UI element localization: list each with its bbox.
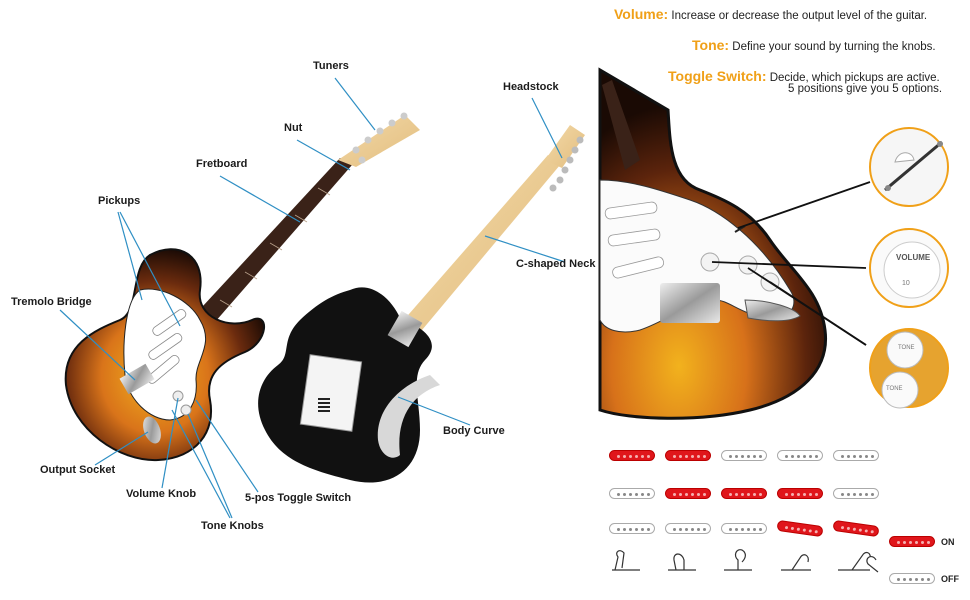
pickup-pos4-neck bbox=[777, 450, 823, 461]
label-output-socket: Output Socket bbox=[40, 464, 116, 476]
toggle-text-1: Decide, which pickups are active. bbox=[769, 72, 940, 84]
pickup-pos1-neck bbox=[609, 450, 655, 461]
back-guitar-illustration bbox=[258, 125, 585, 483]
volume-knob-number: 10 bbox=[902, 280, 910, 287]
pickup-pos3-neck bbox=[721, 450, 767, 461]
pickup-pos5-neck bbox=[833, 450, 879, 461]
label-nut: Nut bbox=[284, 122, 303, 134]
pickup-pos2-bridge bbox=[665, 523, 711, 534]
tone-knob-label-lower: TONE bbox=[886, 386, 903, 392]
switch-position-icons bbox=[612, 549, 879, 573]
pickup-pos4-middle bbox=[777, 488, 823, 499]
label-tone-knobs: Tone Knobs bbox=[201, 520, 264, 532]
legend-on-label: ON bbox=[941, 537, 955, 547]
label-tuners: Tuners bbox=[313, 60, 349, 72]
tone-heading: Tone: bbox=[692, 37, 730, 53]
legend-off-pickup bbox=[889, 573, 935, 584]
toggle-switch-closeup bbox=[869, 127, 949, 207]
toggle-heading: Toggle Switch: bbox=[668, 68, 767, 84]
pickup-pos3-middle bbox=[721, 488, 767, 499]
pickup-pos3-bridge bbox=[721, 523, 767, 534]
label-fretboard: Fretboard bbox=[196, 158, 248, 170]
label-tremolo-bridge: Tremolo Bridge bbox=[11, 296, 92, 308]
pickup-pos1-bridge bbox=[609, 523, 655, 534]
volume-description: Volume: Increase or decrease the output … bbox=[614, 6, 927, 22]
front-guitar-neck bbox=[190, 112, 420, 330]
label-headstock: Headstock bbox=[503, 81, 559, 93]
toggle-description: Toggle Switch: Decide, which pickups are… bbox=[668, 68, 940, 84]
leader-lines bbox=[59, 77, 566, 519]
callout-lines bbox=[711, 181, 871, 346]
body-closeup bbox=[598, 67, 828, 420]
legend-off-label: OFF bbox=[941, 574, 959, 584]
volume-knob-label: VOLUME bbox=[896, 253, 931, 262]
volume-knob-closeup bbox=[869, 228, 949, 308]
volume-heading: Volume: bbox=[614, 6, 669, 22]
pickup-pos5-middle bbox=[833, 488, 879, 499]
volume-text: Increase or decrease the output level of… bbox=[671, 10, 928, 22]
front-guitar-body bbox=[64, 248, 266, 462]
pickup-pos2-middle bbox=[665, 488, 711, 499]
pickup-pos2-neck bbox=[665, 450, 711, 461]
label-volume-knob: Volume Knob bbox=[126, 488, 197, 500]
toggle-text-2: 5 positions give you 5 options. bbox=[788, 83, 943, 95]
tone-description: Tone: Define your sound by turning the k… bbox=[692, 37, 936, 53]
pickup-pos1-middle bbox=[609, 488, 655, 499]
label-pickups: Pickups bbox=[98, 195, 141, 207]
label-toggle-switch: 5-pos Toggle Switch bbox=[245, 492, 352, 504]
label-body-curve: Body Curve bbox=[443, 425, 505, 437]
tone-text: Define your sound by turning the knobs. bbox=[732, 41, 936, 53]
legend-on-pickup bbox=[889, 536, 935, 547]
tone-knob-label-upper: TONE bbox=[898, 345, 915, 351]
label-c-shaped-neck: C-shaped Neck bbox=[516, 258, 596, 270]
tone-knob-closeup bbox=[869, 328, 949, 409]
